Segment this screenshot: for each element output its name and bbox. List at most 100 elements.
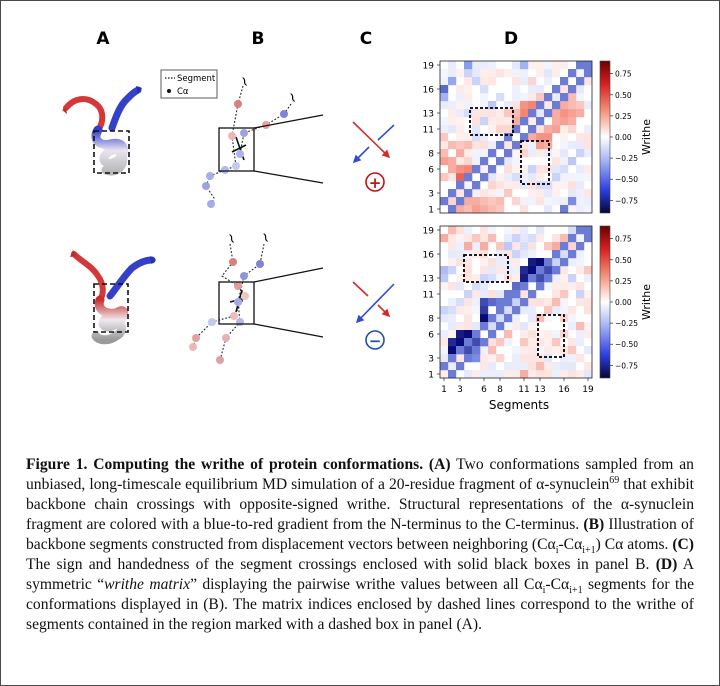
heatmap-cell xyxy=(576,266,585,275)
heatmap-cell xyxy=(568,197,577,206)
legend-segment-label: Segment xyxy=(177,74,216,84)
heatmap-cell xyxy=(536,165,545,174)
y-tick-label: 19 xyxy=(423,62,435,72)
heatmap-cell xyxy=(456,101,465,110)
heatmap-cell xyxy=(528,165,537,174)
caption-c-label: (C) xyxy=(672,536,694,553)
heatmap-cell xyxy=(568,205,577,214)
heatmap-cell xyxy=(464,149,473,158)
heatmap-cell xyxy=(480,258,489,267)
heatmap-cell xyxy=(584,189,593,198)
heatmap-cell xyxy=(552,69,561,78)
heatmap-cell xyxy=(440,282,449,291)
heatmap-cell xyxy=(568,141,577,150)
heatmap-cell xyxy=(528,266,537,275)
heatmap-cell xyxy=(448,370,457,379)
heatmap-cell xyxy=(552,346,561,355)
heatmap-cell xyxy=(488,266,497,275)
heatmap-cell xyxy=(536,181,545,190)
heatmap-cell xyxy=(568,125,577,134)
heatmap-cell xyxy=(536,61,545,70)
heatmap-cell xyxy=(456,117,465,126)
heatmap-cell xyxy=(472,117,481,126)
heatmap-cell xyxy=(536,234,545,243)
heatmap-cell xyxy=(472,306,481,315)
y-tick-label: 11 xyxy=(423,291,434,301)
heatmap-cell xyxy=(552,258,561,267)
heatmap-cell xyxy=(536,133,545,142)
heatmap-cell xyxy=(520,101,529,110)
x-tick-label: 8 xyxy=(497,385,503,395)
heatmap-cell xyxy=(456,149,465,158)
panel-b-backbone-bottom: ~ ~ xyxy=(189,229,324,364)
heatmap-cell xyxy=(512,250,521,259)
colorbar-tick-label: 0.75 xyxy=(615,70,632,79)
heatmap-cell xyxy=(552,274,561,283)
heatmap-cell xyxy=(552,330,561,339)
heatmap-cell xyxy=(472,370,481,379)
heatmap-cell xyxy=(496,274,505,283)
colorbar-label-bottom: Writhe xyxy=(640,284,653,320)
heatmap-cell xyxy=(512,101,521,110)
heatmap-cell xyxy=(456,109,465,118)
heatmap-cell xyxy=(536,370,545,379)
heatmap-cell xyxy=(488,149,497,158)
panel-b-legend: Segment Cα xyxy=(160,69,218,99)
heatmap-cell xyxy=(488,362,497,371)
heatmap-cell xyxy=(520,77,529,86)
heatmap-cell xyxy=(488,258,497,267)
heatmap-cell xyxy=(504,306,513,315)
colorbar-top: Writhe xyxy=(599,60,653,214)
heatmap-cell xyxy=(552,157,561,166)
heatmap-cell xyxy=(448,306,457,315)
heatmap-cell xyxy=(544,61,553,70)
heatmap-cell xyxy=(544,189,553,198)
heatmap-cell xyxy=(512,346,521,355)
heatmap-cell xyxy=(552,149,561,158)
heatmap-cell xyxy=(528,149,537,158)
heatmap-cell xyxy=(440,330,449,339)
heatmap-cell xyxy=(488,205,497,214)
c-terminus-tilde: ~ xyxy=(283,89,302,105)
heatmap-cell xyxy=(488,234,497,243)
heatmap-cell xyxy=(576,234,585,243)
heatmap-cell xyxy=(560,157,569,166)
heatmap-cell xyxy=(544,69,553,78)
heatmap-cell xyxy=(488,370,497,379)
heatmap-cell xyxy=(568,226,577,235)
heatmap-cell xyxy=(584,274,593,283)
heatmap-cell xyxy=(568,157,577,166)
heatmap-cell xyxy=(512,109,521,118)
heatmap-cell xyxy=(472,298,481,307)
heatmap-cell xyxy=(576,77,585,86)
heatmap-cell xyxy=(472,242,481,251)
heatmap-cell xyxy=(528,109,537,118)
heatmap-cell xyxy=(512,85,521,94)
caption-b-sub-i: i xyxy=(555,545,559,557)
heatmap-cell xyxy=(536,125,545,134)
heatmap-cell xyxy=(464,250,473,259)
heatmap-cell xyxy=(552,197,561,206)
heatmap-cell xyxy=(504,173,513,182)
heatmap-cell xyxy=(520,173,529,182)
heatmap-cell xyxy=(568,173,577,182)
heatmap-cell xyxy=(448,266,457,275)
heatmap-cell xyxy=(480,109,489,118)
heatmap-cell xyxy=(512,362,521,371)
heatmap-cell xyxy=(496,322,505,331)
y-tick-label: 13 xyxy=(423,275,434,285)
panel-label-c: C xyxy=(360,29,372,49)
heatmap-cell xyxy=(528,93,537,102)
caption-a-text-1: Two conformations sampled from an unbias… xyxy=(26,456,694,493)
caption-d-text-2: ” displaying the pairwise writhe values … xyxy=(190,576,543,593)
heatmap-cell xyxy=(448,197,457,206)
heatmap-cell xyxy=(520,322,529,331)
heatmap-cell xyxy=(456,282,465,291)
heatmap-cell xyxy=(464,93,473,102)
heatmap-cell xyxy=(440,234,449,243)
heatmap-cell xyxy=(536,362,545,371)
heatmap-cell xyxy=(568,69,577,78)
heatmap-cell xyxy=(472,290,481,299)
heatmap-cell xyxy=(480,157,489,166)
heatmap-cell xyxy=(488,274,497,283)
